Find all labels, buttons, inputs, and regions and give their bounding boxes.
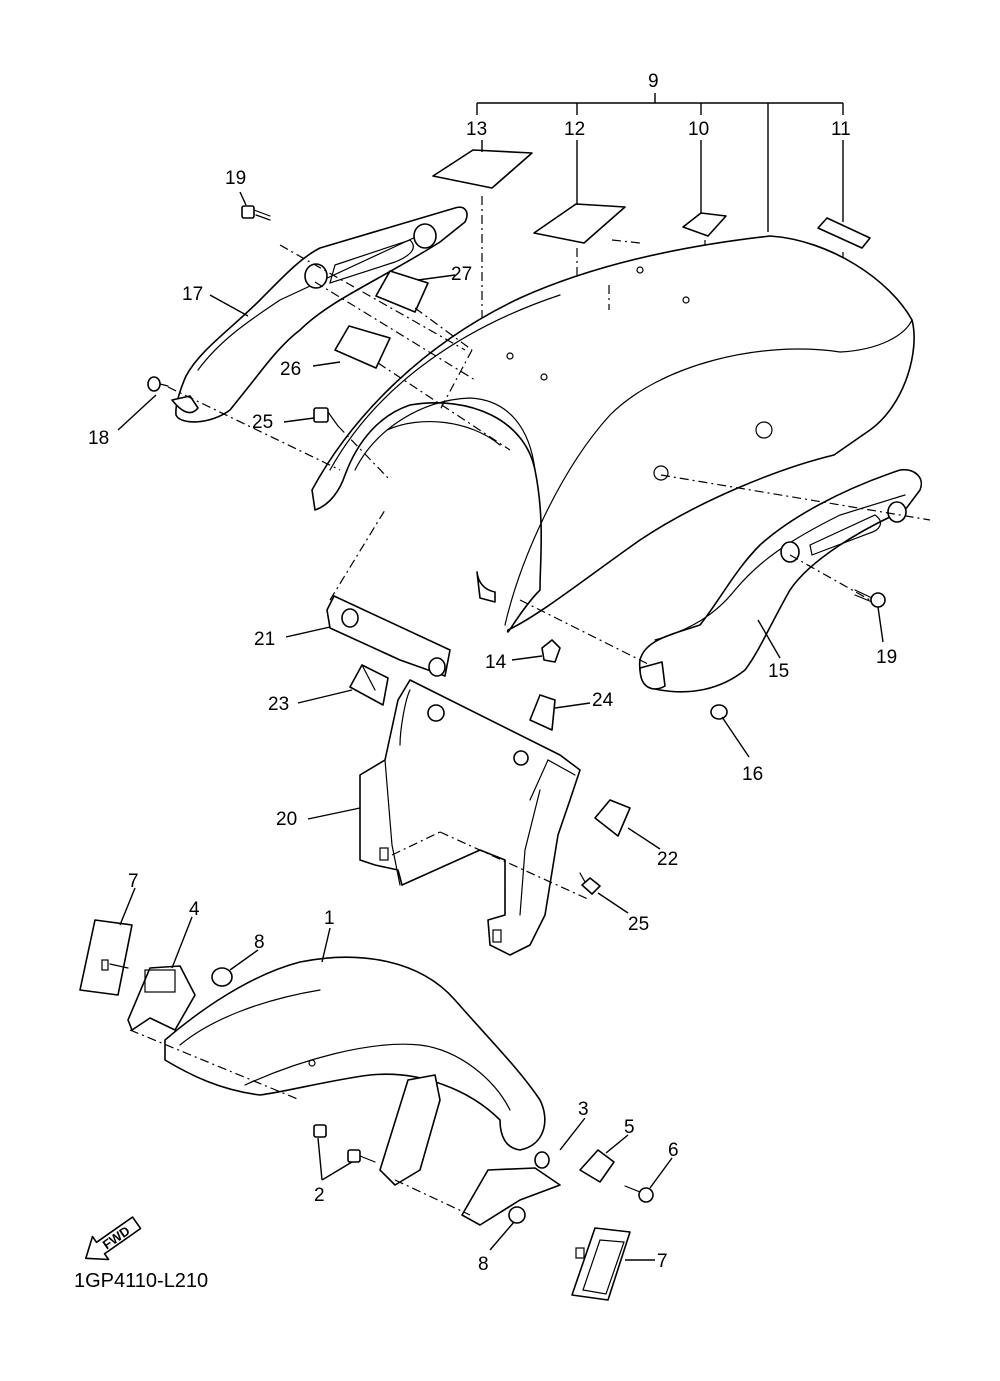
screw-25-bottom — [579, 872, 601, 895]
sticker-27 — [375, 270, 429, 313]
part-label-4: 4 — [189, 899, 200, 920]
fwd-arrow-icon: FWD — [84, 1216, 142, 1261]
bolt-2 — [313, 1124, 376, 1163]
cushion-24 — [529, 694, 556, 731]
part-label-1: 1 — [324, 908, 335, 929]
grab-bar-left — [171, 206, 468, 423]
part-label-25-bottom: 25 — [628, 914, 649, 935]
part-label-2: 2 — [314, 1185, 325, 1206]
cushion-22 — [594, 799, 631, 837]
cushion-23 — [349, 664, 389, 706]
part-label-20: 20 — [276, 809, 297, 830]
part-label-12: 12 — [564, 119, 585, 140]
front-fender — [164, 956, 546, 1151]
stay-bracket — [379, 1074, 561, 1226]
reflector-7-bottom — [571, 1227, 631, 1301]
part-label-19-right: 19 — [876, 647, 897, 668]
part-label-19-top: 19 — [225, 168, 246, 189]
part-label-16: 16 — [742, 764, 763, 785]
bracket-5 — [579, 1149, 615, 1183]
bolt-6 — [624, 1185, 654, 1203]
part-label-7-top: 7 — [128, 871, 139, 892]
part-label-15: 15 — [768, 661, 789, 682]
part-label-8-bottom: 8 — [478, 1254, 489, 1275]
nut-8-bottom — [508, 1206, 526, 1224]
part-label-3: 3 — [578, 1099, 589, 1120]
leaders — [117, 191, 884, 1261]
part-label-9: 9 — [648, 71, 659, 92]
bolt-19-right — [854, 589, 886, 608]
part-label-18: 18 — [88, 428, 109, 449]
part-label-26: 26 — [280, 359, 301, 380]
bolt-19-top — [241, 205, 271, 221]
part-label-23: 23 — [268, 694, 289, 715]
part-label-27: 27 — [451, 264, 472, 285]
part-label-11: 11 — [831, 119, 851, 140]
part-label-10: 10 — [688, 119, 709, 140]
rivet-16 — [710, 704, 728, 720]
damper-3 — [534, 1151, 550, 1169]
part-label-25-top: 25 — [252, 412, 273, 433]
label-decal-13 — [432, 149, 533, 189]
reflector-7-top — [79, 919, 133, 996]
sticker-26 — [334, 325, 391, 369]
part-label-7-bottom: 7 — [657, 1251, 668, 1272]
part-label-5: 5 — [624, 1117, 635, 1138]
part-label-13: 13 — [466, 119, 487, 140]
label-decal-11 — [817, 217, 871, 249]
stay-4 — [127, 965, 196, 1031]
part-label-14: 14 — [485, 652, 507, 673]
part-label-17: 17 — [182, 284, 203, 305]
diagram-code: 1GP4110-L210 — [74, 1270, 208, 1292]
plate-21 — [326, 595, 451, 677]
screw-25-top — [313, 407, 339, 427]
nut-8-top — [211, 967, 233, 987]
part-label-8-top: 8 — [254, 932, 265, 953]
clip-14 — [541, 639, 561, 663]
part-label-21: 21 — [254, 629, 275, 650]
part-label-6: 6 — [668, 1140, 679, 1161]
rear-fender — [311, 235, 915, 633]
part-label-22: 22 — [657, 849, 678, 870]
part-label-24: 24 — [592, 690, 614, 711]
bracket-20 — [359, 679, 581, 956]
label-decal-12 — [533, 203, 626, 244]
rivet-18 — [147, 376, 169, 392]
label-decal-10 — [682, 212, 727, 237]
label-9-bracket — [476, 93, 844, 232]
